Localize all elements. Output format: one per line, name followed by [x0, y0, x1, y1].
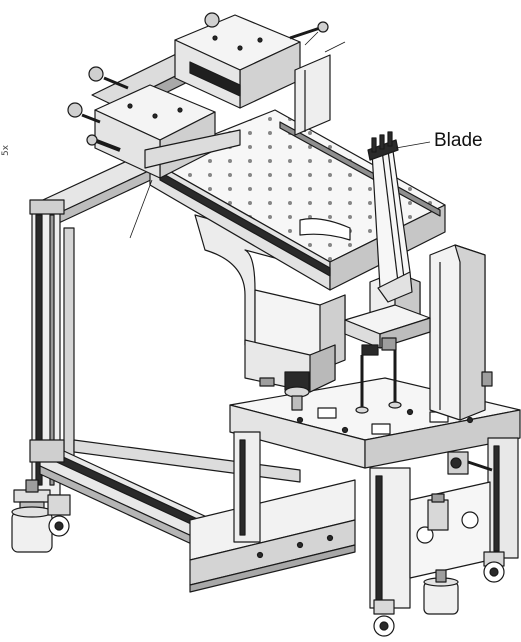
vertical-column	[429, 244, 493, 421]
left-leveling-foot	[11, 479, 53, 553]
blade-label: Blade	[434, 130, 483, 151]
stray-mark: 5x	[1, 144, 11, 156]
left-caster-wheel	[47, 494, 71, 537]
lower-xy-stage	[67, 84, 241, 179]
right-support-table	[229, 377, 521, 609]
right-leveling-foot	[423, 569, 459, 615]
blade	[367, 131, 413, 303]
base-channel	[189, 479, 356, 593]
right-caster-wheels	[373, 551, 505, 637]
leader-lines	[129, 31, 431, 239]
